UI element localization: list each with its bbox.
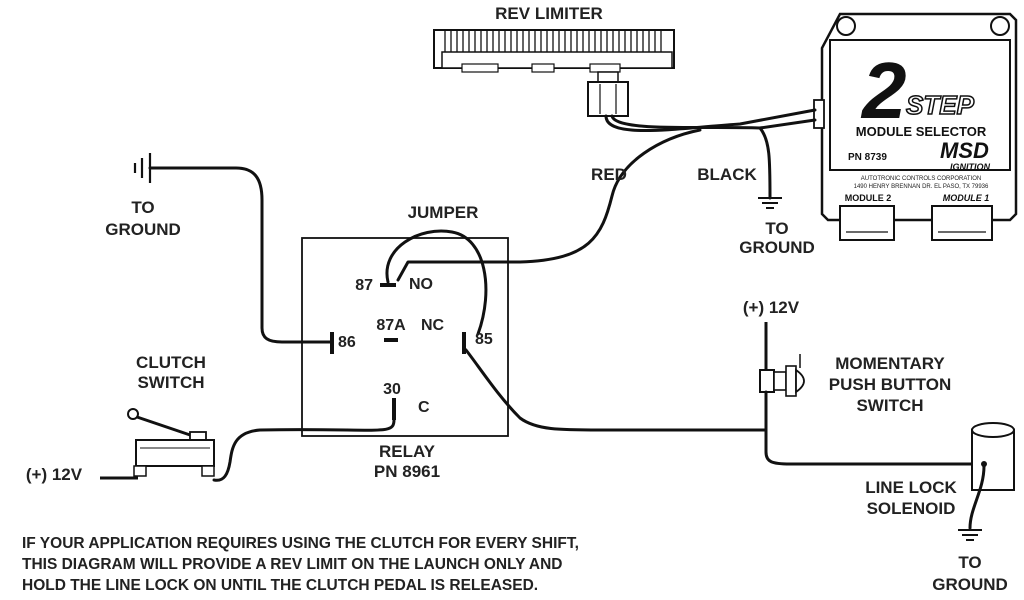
module-address: 1490 HENRY BRENNAN DR. EL PASO, TX 79936 xyxy=(854,184,989,190)
module-logo-step: STEP xyxy=(906,90,975,120)
relay-title: RELAY xyxy=(379,442,436,461)
note-line-2: THIS DIAGRAM WILL PROVIDE A REV LIMIT ON… xyxy=(22,556,563,573)
clutch-switch-label-2: SWITCH xyxy=(137,373,204,392)
module-part-number: PN 8739 xyxy=(848,152,887,163)
jumper-label: JUMPER xyxy=(408,203,479,222)
solenoid-ground-label-2: GROUND xyxy=(932,575,1008,594)
line-lock-label-2: SOLENOID xyxy=(867,499,956,518)
module-port-1 xyxy=(931,205,993,241)
line-lock-solenoid xyxy=(971,422,1015,491)
black-wire-label: BLACK xyxy=(697,165,757,184)
top-left-ground-label-1: TO xyxy=(131,198,154,217)
jumper-wire xyxy=(385,229,488,336)
module-port-1-label: MODULE 1 xyxy=(943,193,990,203)
clutch-12v-label: (+) 12V xyxy=(26,465,83,484)
note-line-3: HOLD THE LINE LOCK ON UNTIL THE CLUTCH P… xyxy=(22,577,538,594)
top-left-ground-icon xyxy=(133,153,152,183)
solenoid-ground-label-1: TO xyxy=(958,553,981,572)
wire-30 xyxy=(212,418,396,482)
module-title: MODULE SELECTOR xyxy=(856,124,987,139)
rev-limiter: REV LIMITER xyxy=(433,4,675,117)
relay-part-number: PN 8961 xyxy=(374,462,440,481)
module-maker: AUTOTRONIC CONTROLS CORPORATION xyxy=(861,176,981,182)
red-wire xyxy=(396,128,702,282)
relay: JUMPER 87 NO 87A NC 86 85 30 C RELAY PN … xyxy=(301,203,509,481)
push-button-label-3: SWITCH xyxy=(856,396,923,415)
note-line-1: IF YOUR APPLICATION REQUIRES USING THE C… xyxy=(22,535,579,552)
push-button-label-1: MOMENTARY xyxy=(835,354,945,373)
pin-85-label: 85 xyxy=(475,331,493,348)
two-step-module: 2 STEP MODULE SELECTOR PN 8739 MSD IGNIT… xyxy=(813,12,1018,241)
msd-logo: MSD xyxy=(940,138,989,163)
module-ground-icon xyxy=(758,197,782,209)
pin-86-label: 86 xyxy=(338,334,356,351)
module-port-2-label: MODULE 2 xyxy=(845,193,892,203)
module-port-2 xyxy=(839,205,895,241)
rev-limiter-label: REV LIMITER xyxy=(495,4,603,23)
module-ground-label-2: GROUND xyxy=(739,238,815,257)
solenoid-ground-icon xyxy=(958,529,982,541)
black-wire xyxy=(758,126,772,200)
clutch-switch-label-1: CLUTCH xyxy=(136,353,206,372)
clutch-switch: CLUTCH SWITCH xyxy=(127,353,215,477)
pin-no-label: NO xyxy=(409,276,433,293)
pin-nc-label: NC xyxy=(421,317,445,334)
module-logo-number: 2 xyxy=(860,46,907,135)
module-ground-label-1: TO xyxy=(765,219,788,238)
wire-85 xyxy=(464,348,768,432)
pin-c-label: C xyxy=(418,399,430,416)
ground-wire-86 xyxy=(148,166,334,344)
red-wire-label: RED xyxy=(591,165,627,184)
push-button-label-2: PUSH BUTTON xyxy=(829,375,951,394)
msd-logo-sub: IGNITION xyxy=(950,162,990,172)
top-left-ground-label-2: GROUND xyxy=(105,220,181,239)
pin-87a-label: 87A xyxy=(376,317,406,334)
switch-12v-label: (+) 12V xyxy=(743,298,800,317)
line-lock-label-1: LINE LOCK xyxy=(865,478,957,497)
pin-87-label: 87 xyxy=(355,277,373,294)
pin-30-label: 30 xyxy=(383,381,401,398)
